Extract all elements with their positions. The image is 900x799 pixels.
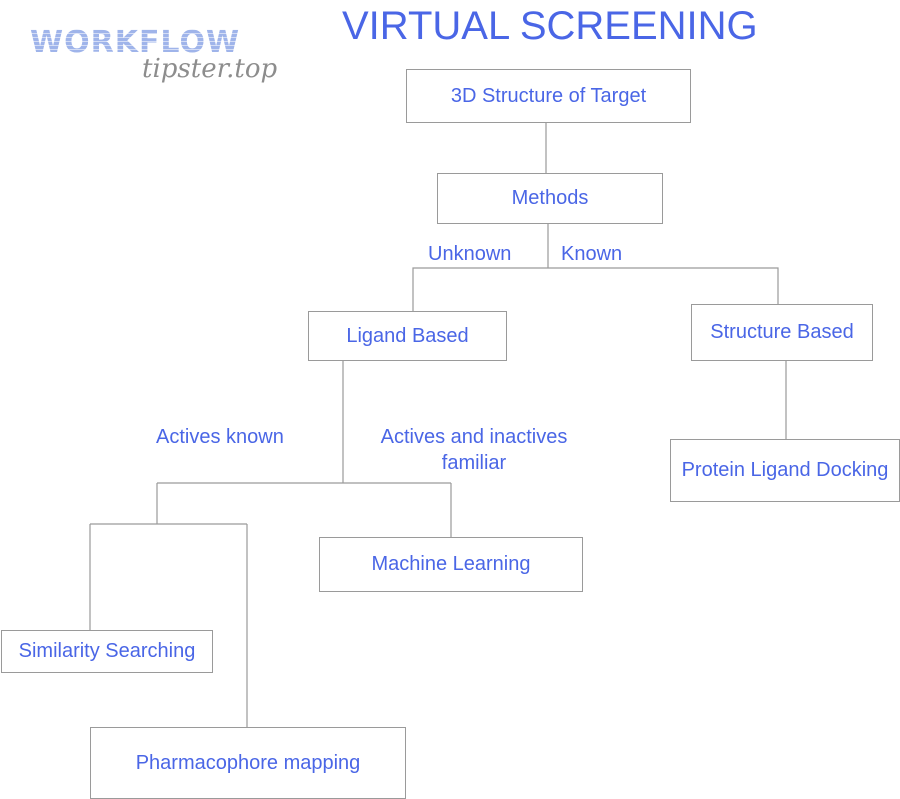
edge-label-actives-inactives: Actives and inactives familiar	[380, 426, 568, 474]
node-methods: Methods	[437, 173, 663, 224]
node-machine-learning: Machine Learning	[319, 537, 583, 592]
diagram-title: VIRTUAL SCREENING	[342, 4, 758, 48]
node-protein-ligand-docking: Protein Ligand Docking	[670, 439, 900, 502]
node-similarity-searching: Similarity Searching	[1, 630, 213, 673]
edge-methods-ligand	[412, 267, 548, 311]
node-structure-based: Structure Based	[691, 304, 873, 361]
node-ligand-based: Ligand Based	[308, 311, 507, 361]
edge-label-actives-known: Actives known	[156, 426, 284, 448]
edge-label-known: Known	[561, 243, 623, 265]
node-pharmacophore-mapping: Pharmacophore mapping	[90, 727, 406, 799]
edge-methods-structure	[548, 267, 779, 304]
edge-label-unknown: Unknown	[428, 243, 512, 265]
logo-subtitle: tipster.top	[142, 54, 278, 84]
logo-word: WORKFLOW	[30, 25, 241, 60]
workflow-logo: WORKFLOW tipster.top	[30, 26, 280, 90]
node-target: 3D Structure of Target	[406, 69, 691, 123]
